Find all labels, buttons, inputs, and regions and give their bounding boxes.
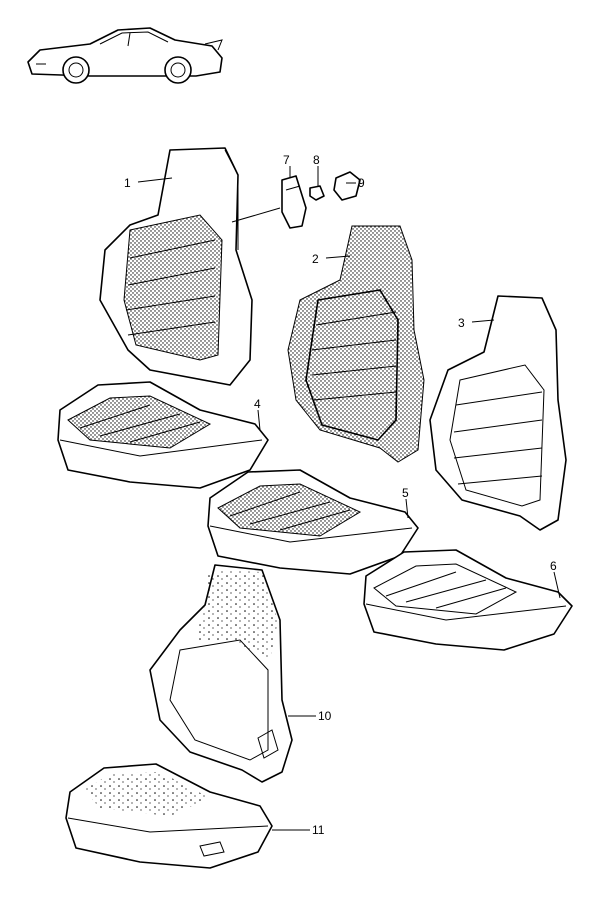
callout-11[interactable]: 11 [312, 823, 325, 837]
callout-5[interactable]: 5 [402, 486, 409, 500]
callout-3[interactable]: 3 [458, 316, 465, 330]
callout-8[interactable]: 8 [313, 153, 320, 167]
cushion-cover-6 [363, 549, 573, 651]
backrest-cover-1 [99, 147, 253, 386]
callout-6[interactable]: 6 [550, 559, 557, 573]
cushion-padding-11 [65, 763, 273, 869]
callout-7[interactable]: 7 [283, 153, 290, 167]
backrest-padding-10 [149, 564, 293, 783]
backrest-cover-3 [429, 295, 567, 531]
car-thumbnail [27, 27, 223, 84]
backrest-cover-2 [287, 225, 425, 463]
callout-10[interactable]: 10 [318, 709, 332, 723]
callout-1[interactable]: 1 [124, 176, 131, 190]
callout-4[interactable]: 4 [254, 397, 261, 411]
cushion-cover-4 [57, 381, 269, 489]
small-parts [231, 171, 361, 229]
cushion-cover-5 [207, 469, 419, 575]
callout-9[interactable]: 9 [358, 176, 365, 190]
callout-2[interactable]: 2 [312, 252, 319, 266]
leader-lines [137, 166, 561, 831]
